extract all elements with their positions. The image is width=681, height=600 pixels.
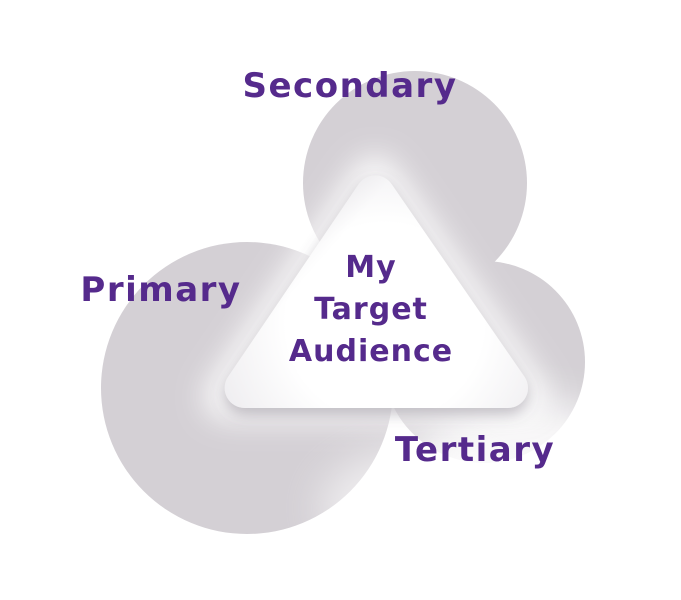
center-label-line-3: Audience	[288, 334, 454, 369]
center-label-line-2: Target	[314, 292, 428, 327]
secondary-audience-label: Secondary	[242, 66, 458, 106]
center-label-line-1: My	[345, 250, 397, 285]
center-target-audience-label: My Target Audience	[289, 247, 453, 373]
tertiary-audience-label: Tertiary	[394, 430, 556, 470]
glow-bottom-center	[320, 448, 520, 568]
primary-audience-label: Primary	[80, 270, 242, 310]
